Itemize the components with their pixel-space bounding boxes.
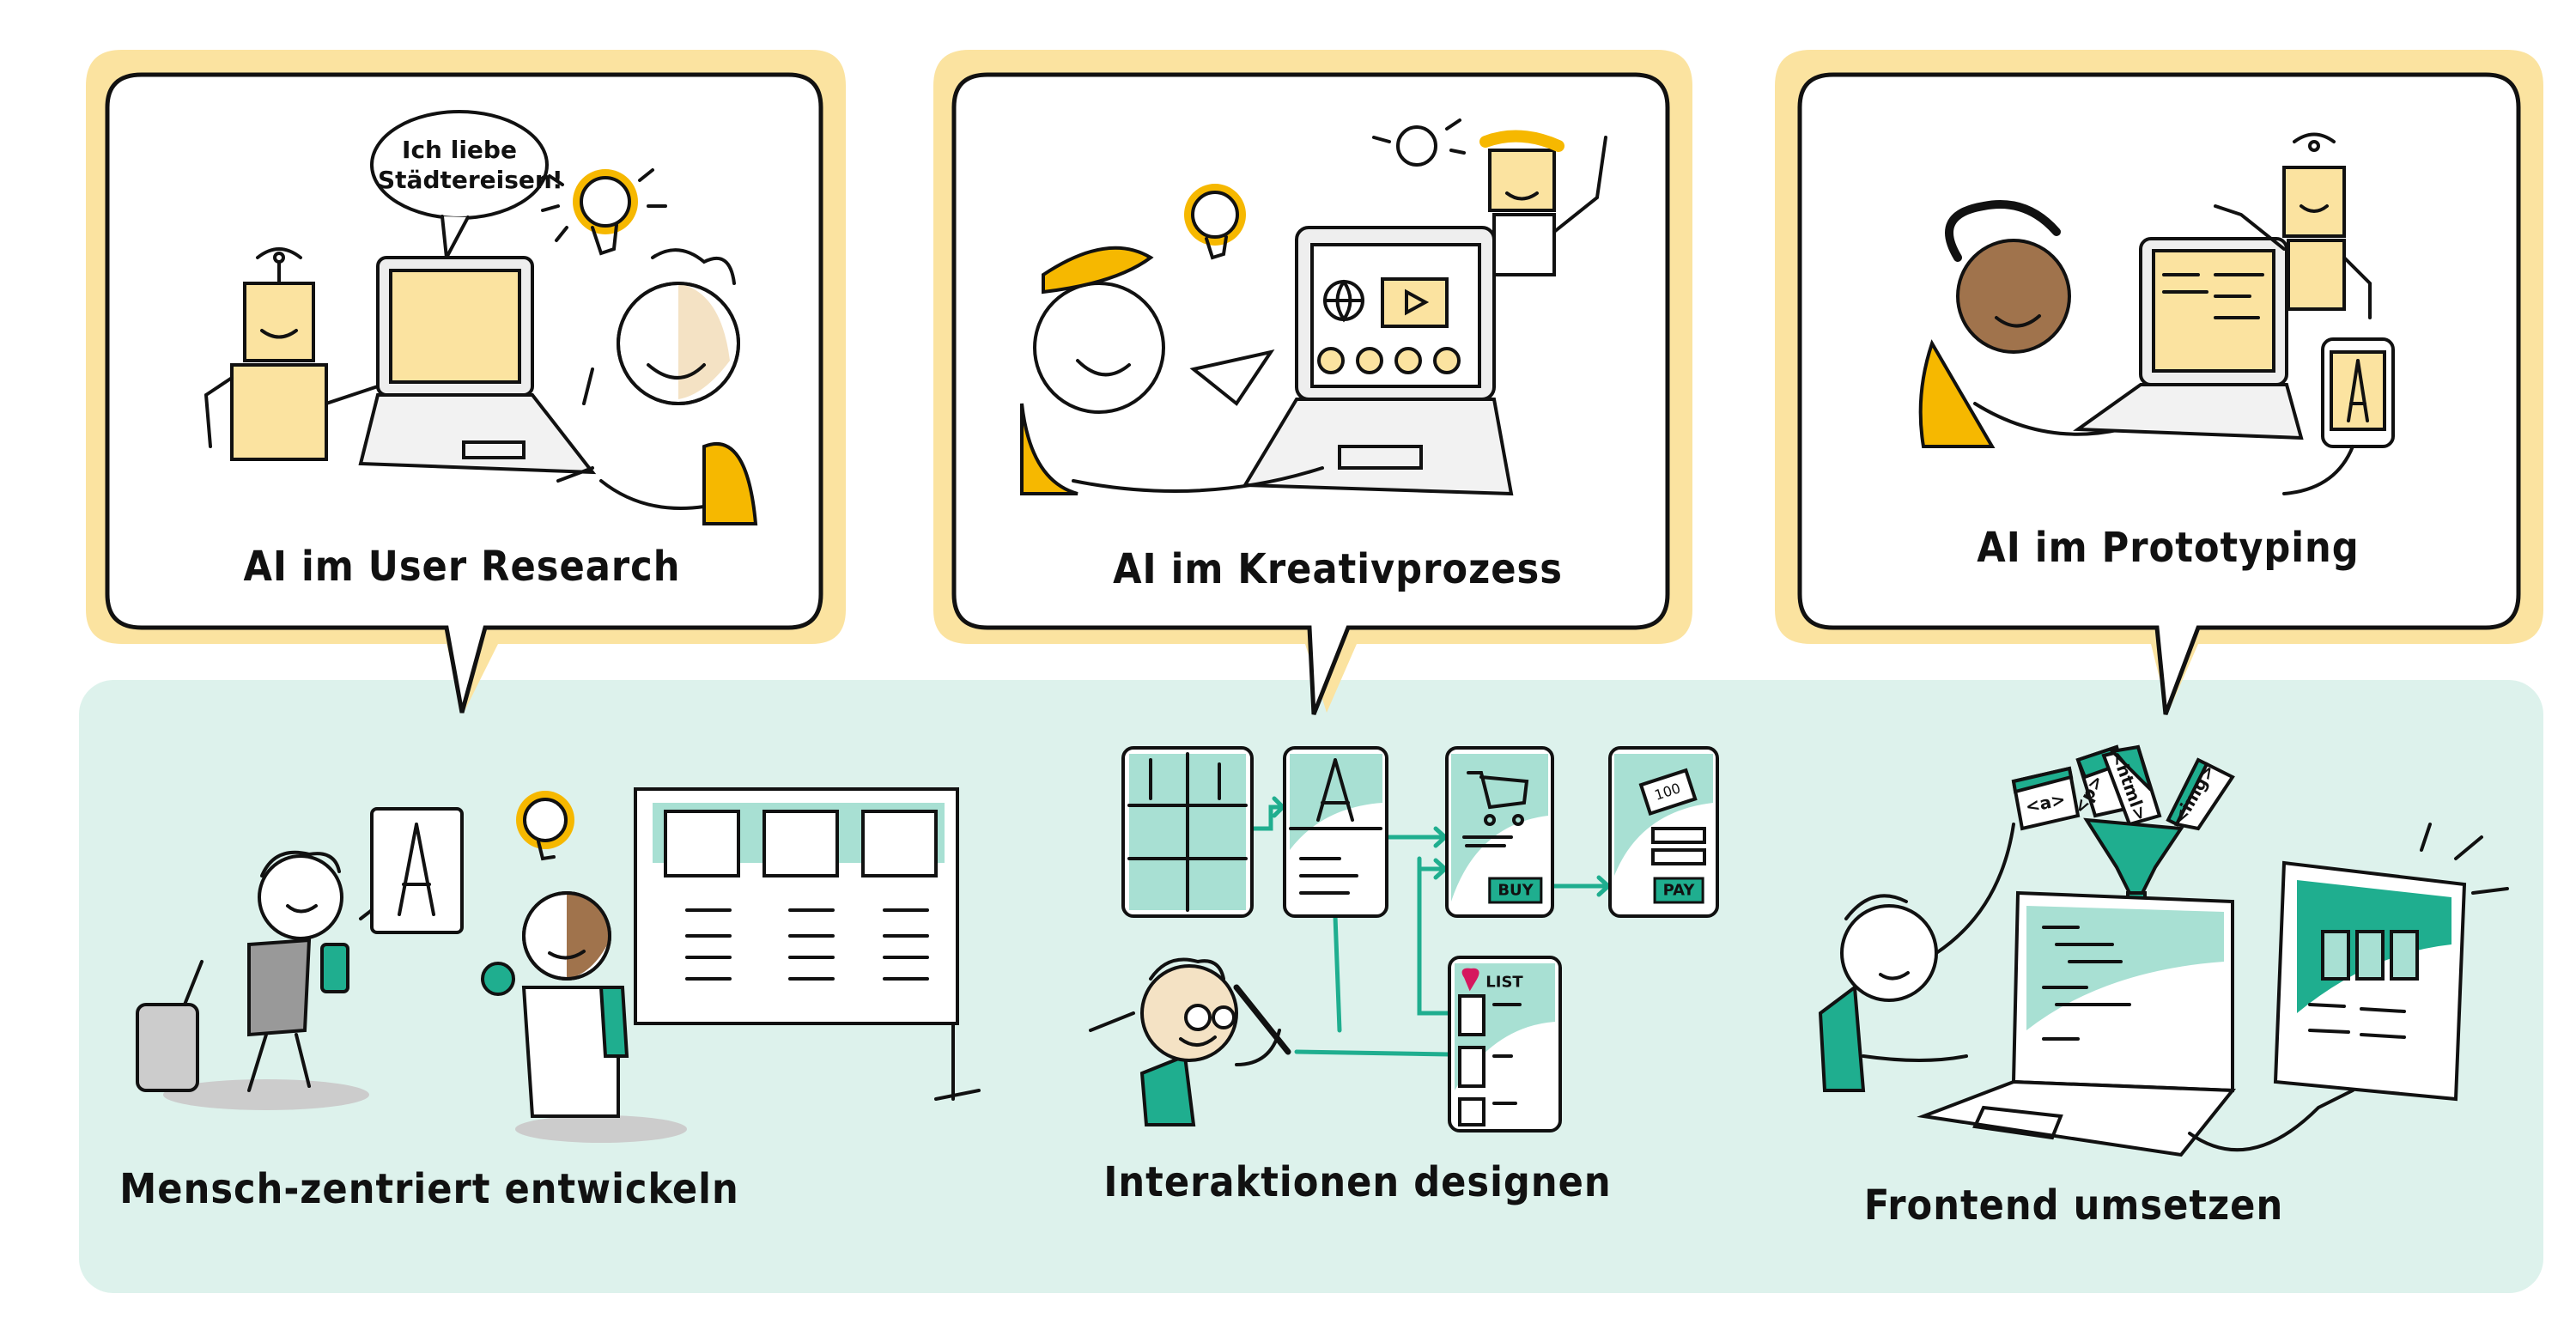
interaktionen-illustration <box>1089 746 1719 1133</box>
user-research-illustration <box>204 110 758 525</box>
presenter-person-icon <box>481 864 687 1143</box>
pay-button: PAY <box>1653 877 1704 904</box>
stage-title-frontend: Frontend umsetzen <box>1863 1181 2284 1230</box>
laptop-icon <box>358 256 597 475</box>
phone-screen-destinations <box>1121 746 1254 918</box>
list-label: LIST <box>1485 973 1523 992</box>
person-with-beret-icon <box>1020 246 1324 495</box>
person-icon <box>1918 200 2123 448</box>
traveler-person-icon <box>136 850 369 1110</box>
laptop-icon <box>1242 226 1514 496</box>
buy-button: BUY <box>1488 877 1543 904</box>
card-title-user-research: AI im User Research <box>243 543 681 591</box>
prototyping-illustration <box>1918 132 2395 495</box>
whiteboard <box>634 787 981 1101</box>
lightbulb-icon <box>1184 118 1466 260</box>
lightbulb-icon <box>516 791 574 861</box>
developer-person-icon <box>1818 823 2015 1092</box>
stage-title-mensch-zentriert: Mensch-zentriert entwickeln <box>119 1165 739 1213</box>
tablet-icon <box>2273 823 2509 1102</box>
stage-title-interaktionen: Interaktionen designen <box>1103 1158 1612 1206</box>
frontend-illustration <box>1818 744 2509 1157</box>
laptop-icon <box>1917 890 2354 1157</box>
card-title-prototyping: AI im Prototyping <box>1977 524 2360 572</box>
eiffel-card <box>359 807 464 934</box>
person-icon <box>556 248 758 525</box>
phone-icon <box>2282 337 2395 495</box>
laptop-icon <box>2073 237 2304 440</box>
speech-bubble-text: Ich liebe Städtereisen! <box>378 136 563 194</box>
robot-icon <box>2214 132 2372 319</box>
card-title-kreativprozess: AI im Kreativprozess <box>1113 545 1563 593</box>
phone-screen-payment <box>1608 746 1719 918</box>
robot-icon <box>204 247 380 461</box>
kreativprozess-illustration <box>1020 118 1607 496</box>
robot-painter-icon <box>1479 130 1607 276</box>
phone-screen-list <box>1448 956 1562 1133</box>
mensch-zentriert-illustration <box>136 787 981 1143</box>
phone-screen-cart <box>1445 746 1554 918</box>
designer-person-icon <box>1089 957 1291 1126</box>
code-papers <box>2011 744 2235 831</box>
lightbulb-icon <box>541 168 667 256</box>
phone-screen-detail <box>1283 746 1388 918</box>
